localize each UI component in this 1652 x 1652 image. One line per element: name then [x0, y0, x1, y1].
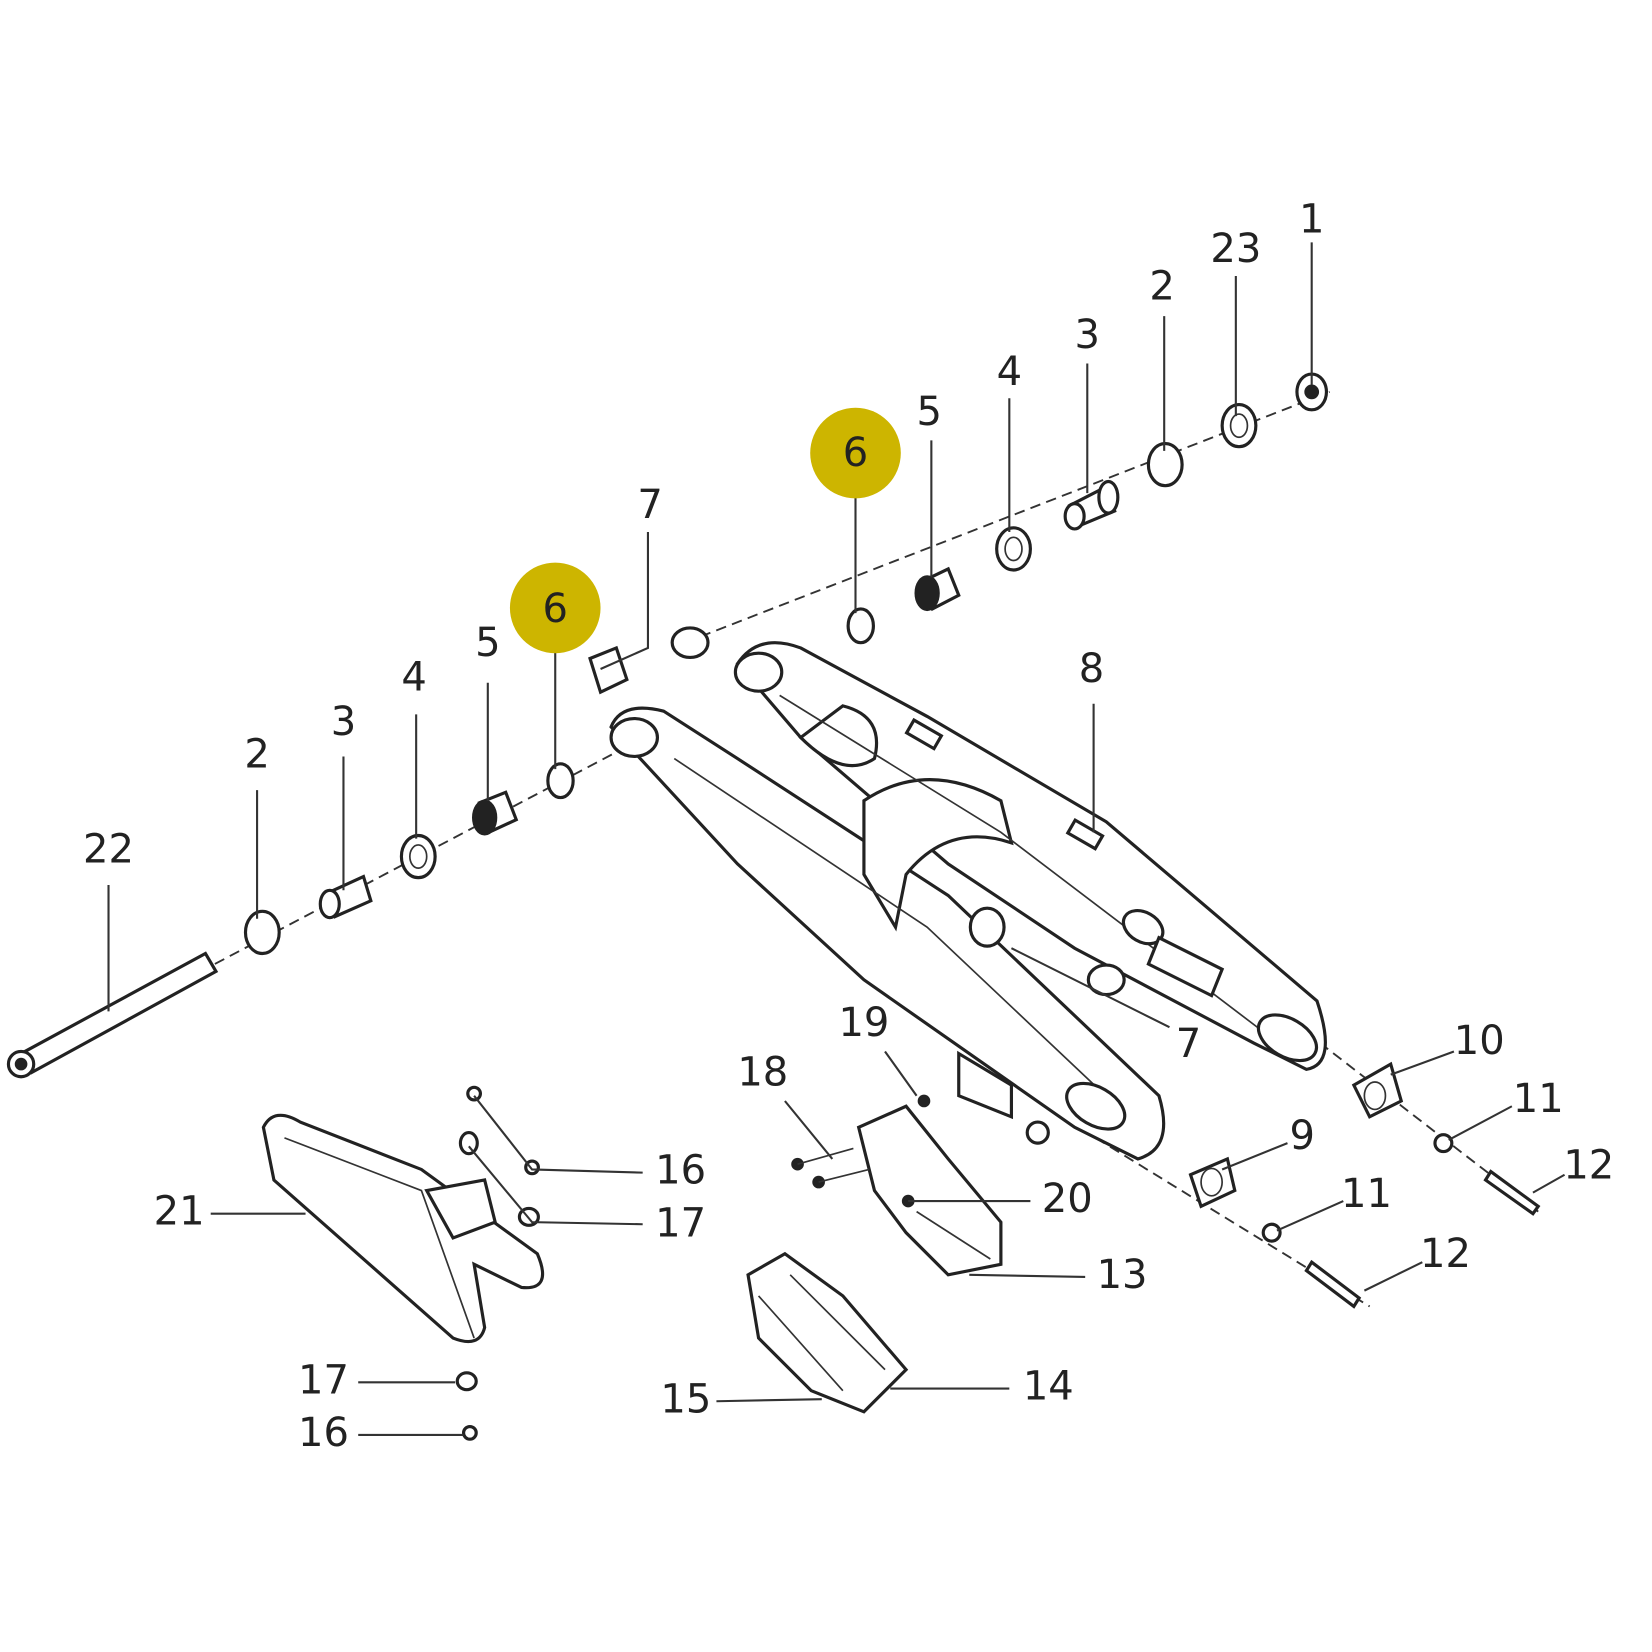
callout-2[interactable]: 2	[244, 731, 269, 777]
callout-14[interactable]: 14	[1023, 1364, 1074, 1410]
callout-11[interactable]: 11	[1341, 1171, 1392, 1217]
callout-5[interactable]: 5	[917, 389, 942, 435]
chain-guide	[746, 1094, 1003, 1414]
callout-5[interactable]: 5	[475, 620, 500, 666]
callout-3[interactable]: 3	[1075, 312, 1100, 358]
highlight-circle-lower-6	[509, 562, 601, 654]
callout-20[interactable]: 20	[1042, 1176, 1093, 1222]
callouts: 1 23 2 3 4 5 6 7 6 5 4 3 2 22 8 7 10 11 …	[83, 196, 1614, 1456]
callout-21[interactable]: 21	[154, 1189, 205, 1235]
callout-16[interactable]: 16	[298, 1410, 349, 1456]
leader-lines	[107, 242, 1566, 1437]
callout-22[interactable]: 22	[83, 826, 134, 872]
callout-17[interactable]: 17	[655, 1200, 706, 1246]
chain-slider	[261, 1085, 545, 1441]
swingarm	[609, 641, 1327, 1161]
callout-6-highlighted[interactable]: 6	[542, 586, 567, 632]
callout-17[interactable]: 17	[298, 1357, 349, 1403]
upper-pivot-parts	[588, 372, 1329, 695]
callout-12[interactable]: 12	[1420, 1231, 1471, 1277]
callout-8[interactable]: 8	[1079, 646, 1104, 692]
callout-9[interactable]: 9	[1289, 1113, 1314, 1159]
callout-1[interactable]: 1	[1299, 196, 1324, 242]
callout-18[interactable]: 18	[737, 1050, 788, 1096]
callout-15[interactable]: 15	[660, 1376, 711, 1422]
callout-7[interactable]: 7	[637, 482, 662, 528]
callout-12[interactable]: 12	[1563, 1142, 1614, 1188]
callout-6-highlighted[interactable]: 6	[843, 430, 868, 476]
highlight-circle-upper-6	[810, 407, 901, 499]
callout-7[interactable]: 7	[1176, 1021, 1201, 1067]
axle-adjusters	[1188, 1061, 1541, 1309]
callout-11[interactable]: 11	[1513, 1076, 1564, 1122]
callout-19[interactable]: 19	[838, 1000, 889, 1046]
callout-10[interactable]: 10	[1454, 1018, 1505, 1064]
callout-4[interactable]: 4	[997, 349, 1022, 395]
callout-13[interactable]: 13	[1097, 1252, 1148, 1298]
callout-23[interactable]: 23	[1210, 226, 1261, 272]
lower-axle-axis	[1095, 1137, 1371, 1308]
callout-3[interactable]: 3	[331, 699, 356, 745]
callout-4[interactable]: 4	[401, 655, 426, 701]
callout-2[interactable]: 2	[1149, 264, 1174, 310]
callout-16[interactable]: 16	[655, 1148, 706, 1194]
lower-pivot-parts	[6, 762, 1126, 1079]
